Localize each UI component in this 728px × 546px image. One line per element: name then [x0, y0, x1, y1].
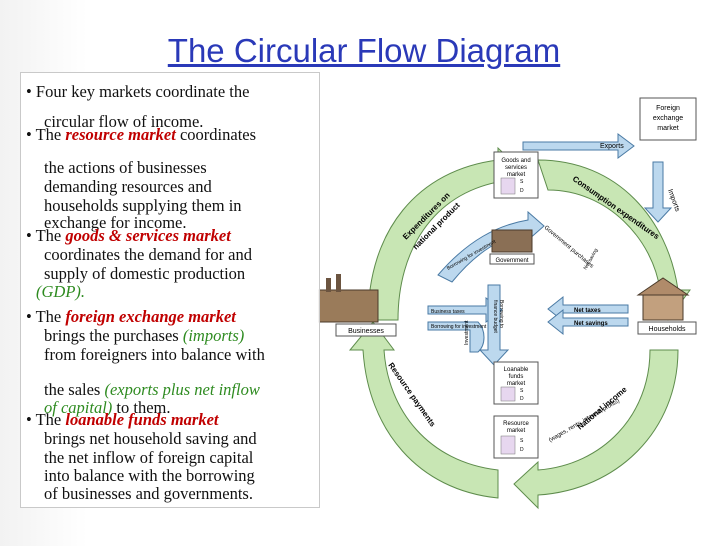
loanable-label-3: market	[507, 381, 526, 387]
house-icon	[636, 277, 690, 296]
national-income-arrow	[513, 349, 679, 510]
bullet-5-line-1: • The loanable funds market	[26, 410, 219, 429]
bullet-4-line-3: from foreigners into balance with	[44, 345, 265, 364]
resource-sd-graph	[500, 435, 516, 455]
factory-chimney-icon-2	[336, 274, 341, 292]
bullet-2-line-1: • The resource market coordinates	[26, 125, 256, 144]
resource-label-2: market	[507, 428, 526, 434]
imports-arrow	[643, 161, 673, 223]
national-income-label-2: (wages, rents, interest, profits)	[548, 398, 621, 444]
goods-sd-graph	[500, 177, 516, 195]
bullet-3-line-1: • The goods & services market	[26, 226, 231, 245]
loanable-label-1: Loanable	[504, 367, 529, 373]
bullet-5-line-4: into balance with the borrowing	[44, 466, 255, 485]
bullet-3-pre: • The	[26, 226, 66, 245]
bullet-2-term: resource market	[65, 125, 176, 144]
bullet-5-line-5: of businesses and governments.	[44, 484, 253, 503]
loanable-s: S	[520, 388, 524, 394]
businesses-label: Businesses	[348, 328, 384, 335]
bullet-2-line-5: exchange for income.	[44, 213, 187, 232]
capital-text: of capital)	[44, 398, 113, 417]
goods-s: S	[520, 179, 524, 185]
net-taxes-arrow	[547, 295, 629, 323]
households-label: Households	[649, 326, 686, 333]
factory-chimney-icon	[326, 278, 331, 292]
bullet-1-line-2: circular flow of income.	[44, 112, 204, 131]
foreign-exchange-box	[639, 97, 697, 141]
bullet-4-line-1: • The foreign exchange market	[26, 307, 236, 326]
loanable-d: D	[520, 396, 524, 402]
fx-label-2: exchange	[653, 115, 683, 122]
borrowing-arrow	[427, 321, 485, 353]
households-label-box	[637, 321, 697, 335]
bullet-2-post: coordinates	[175, 125, 257, 144]
net-taxes-label: Net taxes	[574, 308, 601, 314]
government-label-box	[489, 253, 535, 265]
bullet-4-line-4: the sales (exports plus net inflow	[44, 380, 260, 399]
bullet-3-line-3: supply of domestic production	[44, 264, 246, 283]
bullet-4-line-5-text: to them.	[112, 398, 171, 417]
deficit-label-2: finance budget	[492, 300, 498, 333]
bullet-5-line-2: brings net household saving and	[44, 429, 257, 448]
net-savings-arrow	[547, 308, 629, 336]
loanable-label-2: funds	[509, 374, 524, 380]
business-taxes-label: Business taxes	[431, 309, 465, 315]
imports-text: (imports)	[182, 326, 245, 345]
factory-icon	[318, 289, 379, 323]
bullet-4-line-2: brings the purchases (imports)	[44, 326, 244, 345]
deficit-label-1: Borrowing to	[498, 300, 504, 328]
text-panel	[20, 72, 320, 508]
resource-d: D	[520, 447, 524, 453]
goods-market-label-3: market	[507, 172, 526, 178]
house-body-icon	[642, 294, 684, 321]
budget-deficit-arrow	[478, 284, 510, 366]
government-building	[491, 229, 533, 253]
investment-label: Investment	[464, 320, 470, 345]
bullet-1-line-1: • Four key markets coordinate the	[26, 82, 250, 101]
bullet-2-line-2: the actions of businesses	[44, 158, 207, 177]
bullet-2-line-4: households supplying them in	[44, 196, 242, 215]
fx-label-1: Foreign	[656, 105, 680, 112]
loanable-sd-graph	[500, 386, 516, 402]
resource-label-1: Resource	[503, 421, 529, 427]
circular-flow-diagram: Foreign exchange market Exports Imports …	[318, 97, 697, 510]
goods-market-label-1: Goods and	[501, 158, 530, 164]
bullet-2-pre: • The	[26, 125, 66, 144]
bullet-4-line-5: of capital) to them.	[44, 398, 170, 417]
bullet-2-line-3: demanding resources and	[44, 177, 212, 196]
bullet-3-line-2: coordinates the demand for and	[44, 245, 253, 264]
exports-text: (exports plus net inflow	[104, 380, 260, 399]
fx-label-3: market	[657, 125, 678, 132]
bullet-5-line-3: the net inflow of foreign capital	[44, 448, 254, 467]
bullet-3-line-4: (GDP).	[36, 282, 85, 301]
businesses-label-box	[335, 323, 397, 337]
government-label: Government	[495, 258, 528, 264]
bullet-4-line-4-text: the sales	[44, 380, 105, 399]
bullet-4-line-2-text: brings the purchases	[44, 326, 183, 345]
net-savings-label: Net savings	[574, 321, 608, 327]
goods-market-label-2: services	[505, 165, 527, 171]
bullet-5-term: loanable funds market	[65, 410, 219, 429]
exports-label: Exports	[600, 143, 624, 150]
goods-d: D	[520, 188, 524, 194]
exports-arrow	[522, 133, 635, 159]
bullet-3-term: goods & services market	[65, 226, 231, 245]
resource-s: S	[520, 438, 524, 444]
gdp-text: (GDP).	[36, 282, 86, 301]
bullet-4-pre: • The	[26, 307, 66, 326]
borrowing-label: Borrowing for investment	[431, 324, 487, 330]
page-title: The Circular Flow Diagram	[167, 32, 561, 69]
bullet-4-term: foreign exchange market	[65, 307, 236, 326]
bullet-5-pre: • The	[26, 410, 66, 429]
